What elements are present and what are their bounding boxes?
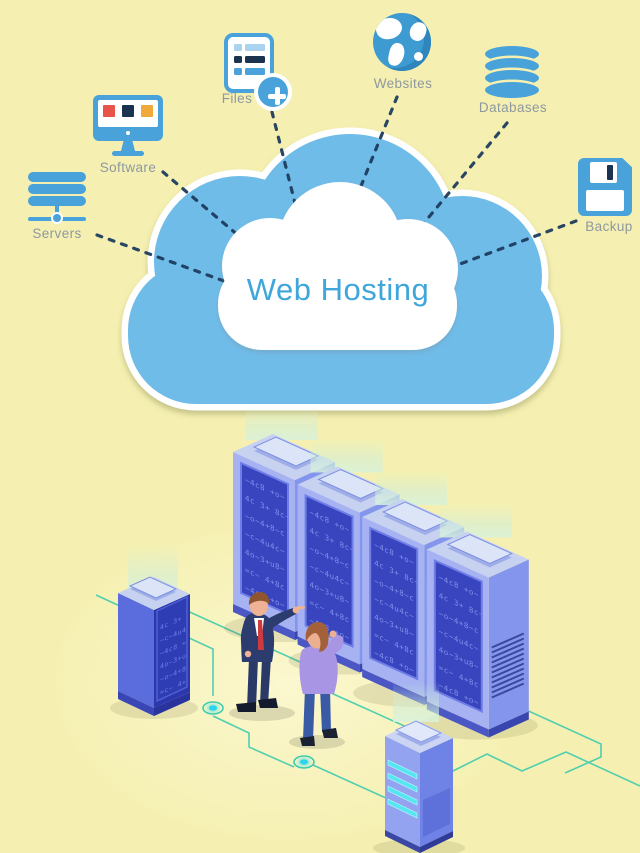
person-technician bbox=[289, 622, 345, 749]
server-bar bbox=[28, 184, 86, 194]
server-bar bbox=[28, 196, 86, 206]
floppy-label-area bbox=[586, 190, 624, 211]
red-square bbox=[103, 105, 115, 117]
rack-cyan-slats bbox=[387, 759, 418, 819]
monitor-stand bbox=[121, 141, 135, 151]
file-card bbox=[224, 33, 274, 93]
glow-node bbox=[202, 701, 224, 715]
continent bbox=[386, 41, 407, 68]
continent bbox=[414, 52, 423, 61]
connector-databases bbox=[407, 121, 509, 243]
databases-label: Databases bbox=[478, 100, 548, 115]
software-label: Software bbox=[99, 160, 157, 175]
server-bar bbox=[28, 172, 86, 182]
inner-white-cloud bbox=[218, 182, 458, 350]
backup-floppy-icon bbox=[578, 158, 632, 216]
navy-square bbox=[122, 105, 134, 117]
connector-servers bbox=[95, 233, 226, 283]
bottom-server-rack bbox=[373, 682, 465, 853]
server-network-node bbox=[51, 212, 63, 224]
connector-backup bbox=[450, 219, 578, 269]
connector-files bbox=[270, 110, 299, 213]
files-label: Files bbox=[221, 91, 253, 106]
databases-icon bbox=[485, 46, 539, 100]
db-disc bbox=[485, 82, 539, 98]
cloud-title: Web Hosting bbox=[247, 272, 429, 307]
floppy-slider bbox=[607, 165, 613, 180]
websites-label: Websites bbox=[373, 76, 433, 91]
person-businessman bbox=[229, 592, 305, 721]
orange-square bbox=[141, 105, 153, 117]
add-file-plus-icon bbox=[254, 73, 292, 111]
monitor-dot bbox=[126, 131, 130, 135]
websites-globe-icon bbox=[373, 13, 431, 71]
files-icon bbox=[224, 33, 292, 111]
connector-websites bbox=[357, 95, 399, 193]
servers-icon bbox=[28, 172, 86, 224]
monitor-base bbox=[112, 151, 144, 156]
software-monitor-icon bbox=[93, 95, 163, 161]
glow-node bbox=[293, 755, 315, 769]
small-server-rack: 4c 3+ 8c~ ~c~4u4c~ ~4c8 +o~ 4o~3+u8~ ~o~… bbox=[110, 545, 198, 719]
servers-label: Servers bbox=[32, 226, 82, 241]
backup-label: Backup bbox=[585, 219, 633, 234]
